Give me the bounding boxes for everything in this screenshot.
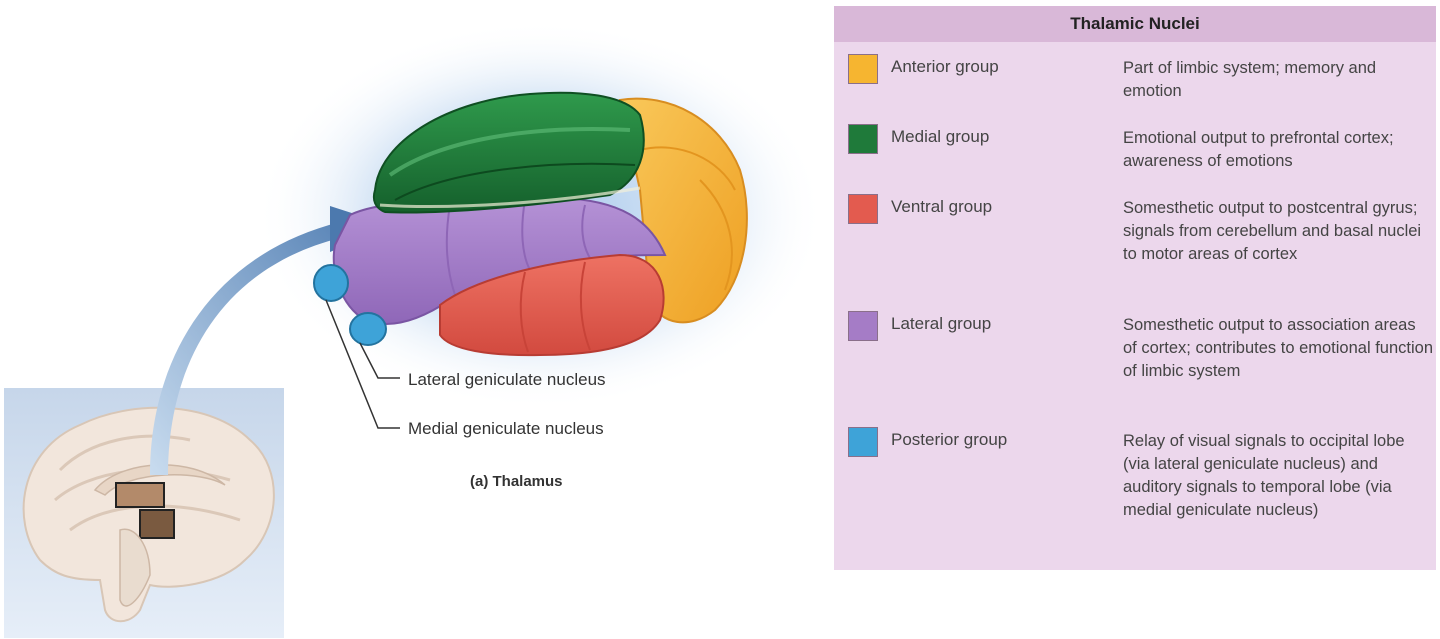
medial-geniculate-shape — [349, 312, 387, 346]
group-name: Lateral group — [891, 314, 992, 333]
ventral-color-swatch — [848, 194, 878, 224]
anterior-color-swatch — [848, 54, 878, 84]
lateral-geniculate-shape — [313, 264, 349, 302]
group-name: Medial group — [891, 127, 990, 146]
lateral-color-swatch — [848, 311, 878, 341]
thalamus-illustration — [313, 91, 748, 357]
legend-title: Thalamic Nuclei — [834, 6, 1436, 42]
group-name: Anterior group — [891, 57, 999, 76]
figure-caption: (a) Thalamus — [470, 473, 563, 490]
lateral-geniculate-label: Lateral geniculate nucleus — [408, 370, 606, 389]
group-name: Posterior group — [891, 430, 1008, 449]
thalamic-nuclei-legend: Thalamic Nuclei Anterior group Part of l… — [834, 6, 1436, 570]
group-description: Emotional output to prefrontal cortex; a… — [1123, 129, 1394, 170]
medial-geniculate-label: Medial geniculate nucleus — [408, 419, 604, 438]
brain-inset — [4, 388, 284, 638]
medial-color-swatch — [848, 124, 878, 154]
leader-lines — [325, 299, 400, 429]
group-description: Somesthetic output to postcentral gyrus;… — [1123, 199, 1422, 263]
group-description: Somesthetic output to association areas … — [1123, 316, 1434, 380]
group-description: Part of limbic system; memory and emotio… — [1123, 59, 1377, 100]
ventral-nucleus-shape — [439, 253, 665, 357]
thalamus-diagram: Lateral geniculate nucleus Medial genicu… — [4, 20, 825, 638]
group-name: Ventral group — [891, 197, 993, 216]
posterior-color-swatch — [848, 427, 878, 457]
group-description: Relay of visual signals to occipital lob… — [1123, 432, 1405, 519]
